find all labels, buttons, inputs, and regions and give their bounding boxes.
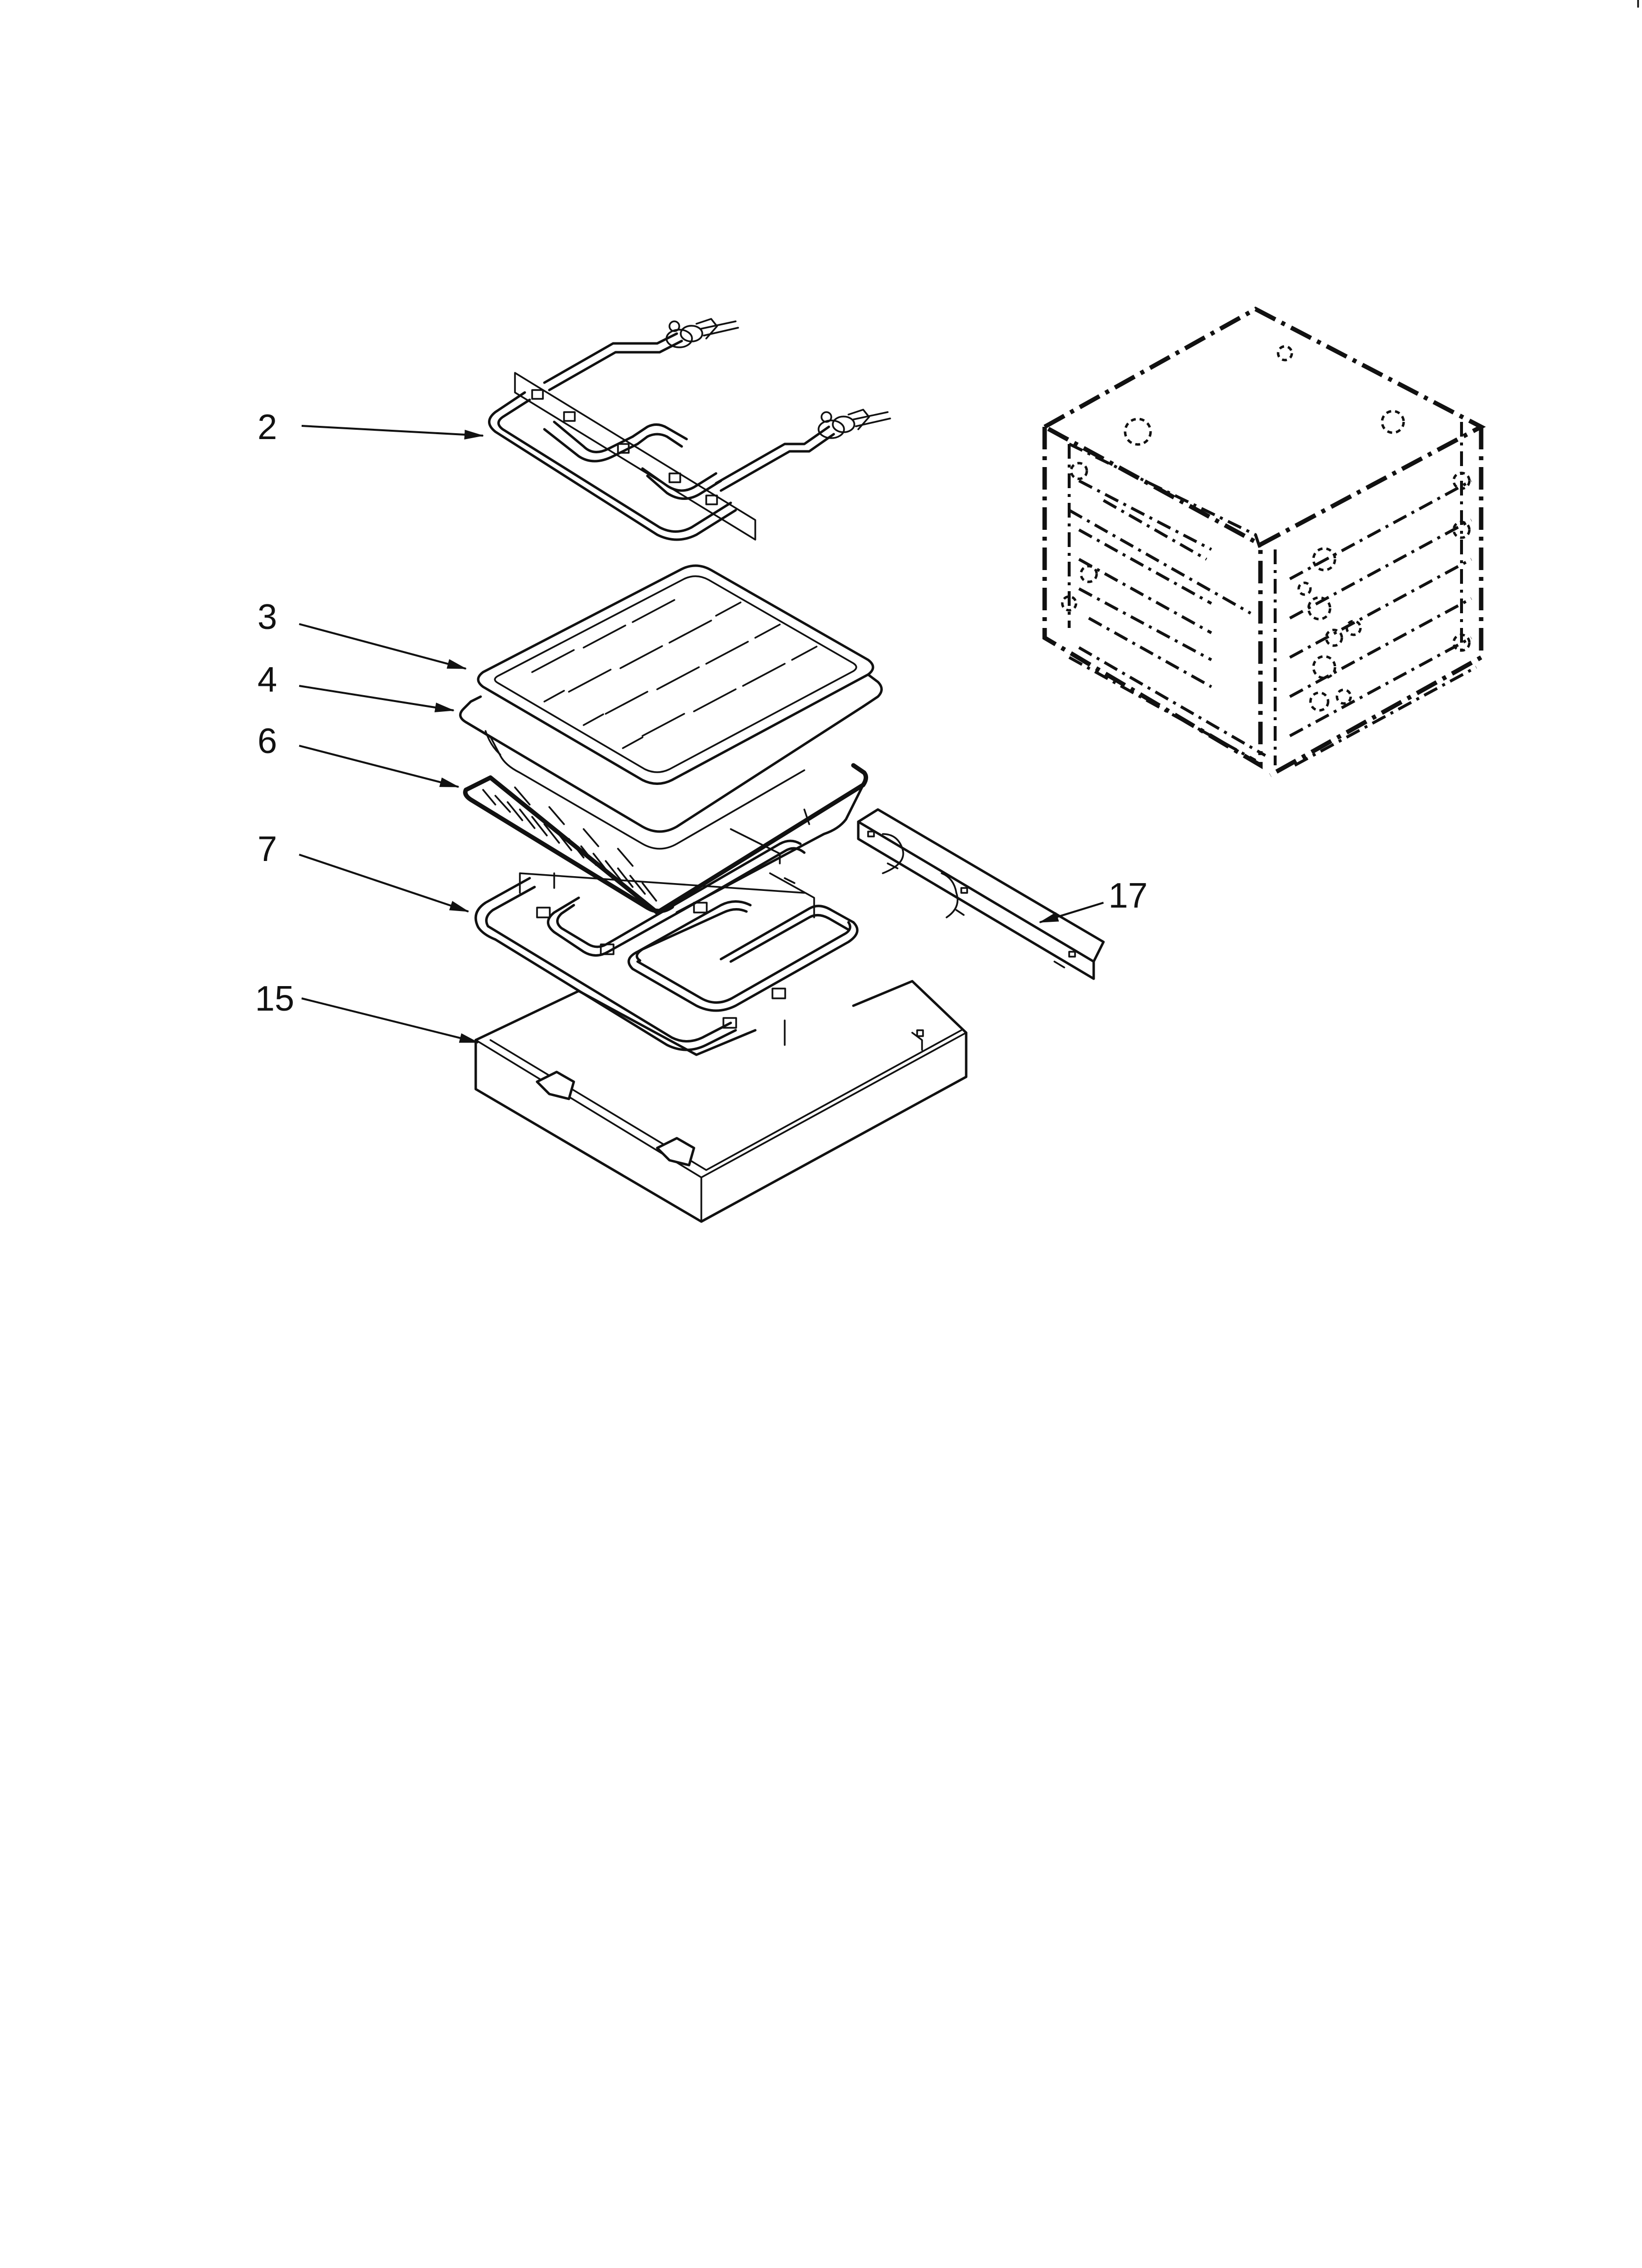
- callout-4-leader: [299, 685, 455, 712]
- callout-17-leader: [1039, 902, 1104, 923]
- part-4-broiler-pan[interactable]: [459, 673, 883, 850]
- callout-17-label: 17: [1108, 876, 1148, 915]
- callout-6: 6: [257, 722, 460, 788]
- callout-4: 4: [257, 660, 455, 712]
- callout-2: 2: [257, 408, 484, 447]
- callout-15-leader: [301, 997, 479, 1043]
- callout-3: 3: [257, 598, 467, 670]
- callout-15-label: 15: [255, 979, 294, 1018]
- callout-2-label: 2: [257, 408, 277, 447]
- part-2-upper-element[interactable]: [488, 318, 891, 541]
- callout-7: 7: [257, 830, 469, 912]
- callout-3-leader: [299, 623, 467, 670]
- callout-3-label: 3: [257, 598, 277, 637]
- callout-7-label: 7: [257, 830, 277, 869]
- callout-6-leader: [299, 745, 460, 788]
- callout-7-leader: [299, 854, 469, 912]
- part-17-side-bracket[interactable]: [857, 808, 1105, 980]
- callout-4-label: 4: [257, 660, 277, 700]
- callout-6-label: 6: [257, 722, 277, 761]
- oven-cavity-phantom: [1040, 306, 1486, 777]
- part-7-bake-element[interactable]: [474, 839, 859, 1051]
- callout-2-leader: [301, 425, 484, 440]
- callout-15: 15: [255, 979, 479, 1043]
- part-15-drip-tray[interactable]: [474, 980, 968, 1223]
- part-3-broiler-grid[interactable]: [477, 564, 874, 785]
- part-6-broil-rack[interactable]: [463, 763, 868, 915]
- callout-17: 17: [1039, 876, 1148, 923]
